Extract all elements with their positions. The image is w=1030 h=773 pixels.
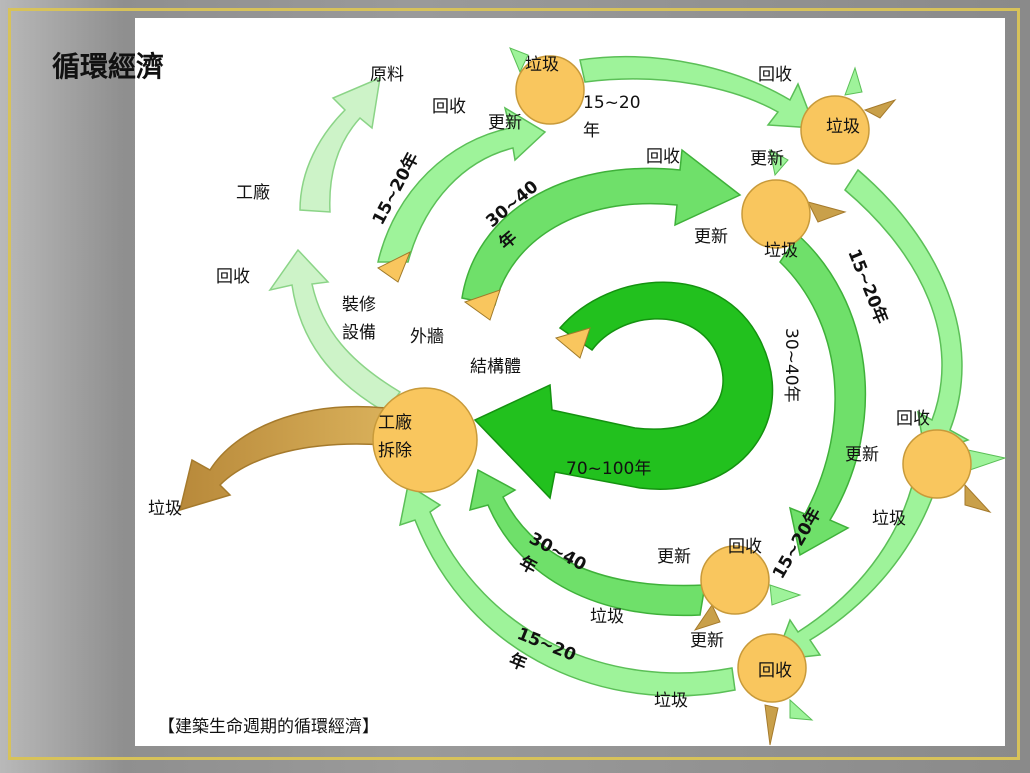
node-mid-right (741, 179, 811, 249)
waste-arrow-left (178, 406, 386, 512)
label-garbage-top: 垃圾 (525, 55, 559, 75)
label-span-top-1: 15~20 (583, 93, 641, 113)
label-factory-dismantle-2: 拆除 (378, 441, 412, 461)
pale-arrow-recycle-left (268, 248, 402, 413)
inner-arrow-structure (473, 281, 774, 500)
label-garbage-bottom: 垃圾 (654, 691, 688, 711)
label-raw-material: 原料 (370, 65, 404, 85)
label-garbage-mid-right: 垃圾 (764, 241, 798, 261)
label-span-right-inner: 30~40年 (781, 328, 801, 403)
label-span-bottom-outer-2: 年 (506, 649, 530, 675)
mid-arrow-top (461, 148, 742, 306)
label-recycle-left: 回收 (216, 267, 250, 287)
label-garbage-bottom-mid: 垃圾 (590, 607, 624, 627)
label-update-bottom-mid: 更新 (657, 547, 691, 567)
label-garbage-top-right: 垃圾 (826, 117, 860, 137)
label-update-top-right: 更新 (750, 149, 784, 169)
nodes (372, 55, 972, 703)
label-recycle-bottom-mid: 回收 (728, 537, 762, 557)
label-update-mid-right: 更新 (694, 227, 728, 247)
node-bottom (737, 633, 807, 703)
label-span-top-2: 年 (583, 121, 600, 141)
label-recycle-right: 回收 (896, 409, 930, 429)
mid-arrow-bottom (469, 468, 706, 617)
outer-arrow-top (579, 55, 817, 129)
slide-frame (8, 8, 1020, 760)
node-bottom-mid (700, 545, 770, 615)
pale-arrow-raw-material (299, 76, 381, 213)
page-title: 循環經濟 (52, 50, 164, 83)
diagram-caption: 【建築生命週期的循環經濟】 (158, 717, 379, 737)
label-update-top: 更新 (488, 113, 522, 133)
label-garbage-left: 垃圾 (148, 499, 182, 519)
label-span-inner: 70~100年 (566, 459, 651, 479)
label-structure: 結構體 (470, 357, 521, 377)
label-factory: 工廠 (236, 182, 270, 203)
start-markers (377, 250, 591, 359)
label-renovation-2: 設備 (342, 323, 376, 343)
label-facade: 外牆 (410, 327, 444, 347)
label-update-right: 更新 (845, 445, 879, 465)
label-recycle-bottom: 回收 (758, 661, 792, 681)
label-renovation-1: 裝修 (342, 295, 376, 315)
label-update-bottom: 更新 (690, 631, 724, 651)
label-garbage-right: 垃圾 (872, 509, 906, 529)
label-recycle-top: 回收 (432, 97, 466, 117)
mid-arrow-right (779, 233, 867, 557)
label-recycle-mid-top: 回收 (646, 147, 680, 167)
node-factory-dismantle (372, 387, 478, 493)
small-arrows (509, 47, 1007, 746)
node-top-right (800, 95, 870, 165)
node-right (902, 429, 972, 499)
outer-arrow-top-left (377, 106, 547, 263)
node-top (515, 55, 585, 125)
label-factory-dismantle-1: 工廠 (378, 412, 412, 433)
label-recycle-top-right: 回收 (758, 65, 792, 85)
